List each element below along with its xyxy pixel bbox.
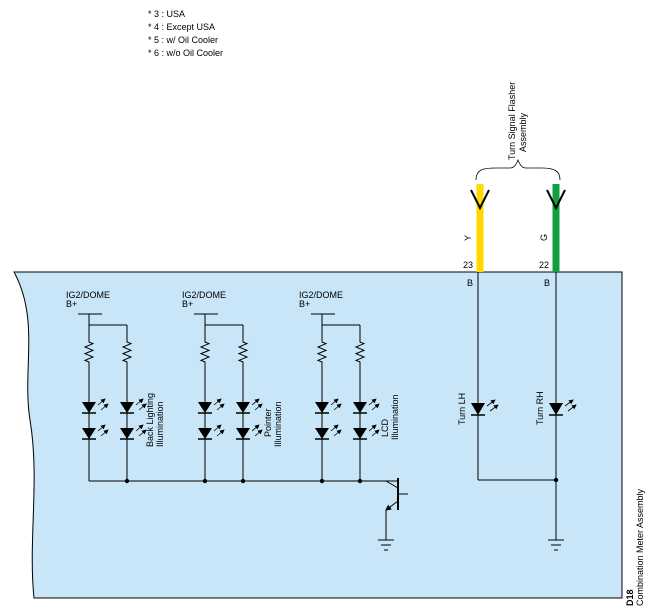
group-2-branch-2-resistor	[237, 338, 249, 366]
group-3-branch-1-led-1-body	[315, 402, 329, 413]
group-2-branch-1-resistor	[199, 338, 211, 366]
group-2-branch-2-led-2-body	[236, 428, 250, 439]
component-code: D18	[625, 589, 635, 606]
group-3-branch-2-led-1-ray-b	[371, 403, 380, 411]
group-1-branch-2-led-1-ray-a	[135, 398, 144, 406]
combination-meter-panel	[13, 271, 623, 599]
flasher-title-line2: Assembly	[518, 112, 528, 152]
transistor-emitter	[385, 500, 399, 511]
group-label-3-line1: LCD	[380, 418, 390, 437]
group-1-branch-1-led-2-ray-b	[100, 429, 109, 437]
group-1-branch-2-led-1-body	[120, 402, 134, 413]
group-1-branch-1-led-1-ray-a	[97, 398, 106, 406]
component-name: Combination Meter Assembly	[635, 488, 645, 606]
wire-color-y: Y	[463, 235, 473, 241]
group-1-branch-1-resistor	[83, 338, 95, 366]
flasher-title-line1: Turn Signal Flasher	[507, 82, 517, 160]
group-1-branch-2-resistor	[121, 338, 133, 366]
group-3-branch-1-led-2-body	[315, 428, 329, 439]
group-1-branch-1-led-2-body	[82, 428, 96, 439]
group-2-branch-2-led-1-ray-b	[254, 403, 263, 411]
group-1-branch-2-led-2-body	[120, 428, 134, 439]
turn-junction	[553, 477, 559, 483]
supply-label-1: IG2/DOME	[66, 290, 110, 300]
pin-22: 22	[539, 260, 549, 270]
supply-label-2: IG2/DOME	[182, 290, 226, 300]
wire-green-end	[546, 189, 566, 211]
supply-sub-3: B+	[299, 299, 310, 309]
group-3-branch-2-led-2-body	[353, 428, 367, 439]
group-1-branch-1-led-2-ray-a	[97, 424, 106, 432]
group-3-branch-1-resistor	[316, 338, 328, 366]
group-label-2-line1: Pointer	[263, 408, 273, 437]
bus-junction-3	[240, 478, 246, 484]
group-2-branch-1-led-1-ray-a	[213, 398, 222, 406]
group-3-branch-2-led-2-ray-b	[371, 429, 380, 437]
group-label-3-line2: Illumination	[390, 394, 400, 440]
terminal-b-left: B	[467, 278, 473, 288]
note-usa: * 3 : USA	[148, 9, 185, 19]
group-label-1-line2: Illumination	[155, 401, 165, 447]
supply-sub-2: B+	[182, 299, 193, 309]
group-3-branch-2-led-1-body	[353, 402, 367, 413]
group-2-branch-1-led-2-ray-b	[216, 429, 225, 437]
group-3-branch-1-led-2-ray-a	[330, 424, 339, 432]
group-1-branch-2-led-2-ray-b	[138, 429, 147, 437]
flasher-brace	[475, 158, 561, 181]
group-2-branch-2-led-1-ray-a	[251, 398, 260, 406]
bus-junction-4	[319, 478, 325, 484]
bus-junction-2	[202, 478, 208, 484]
group-2-branch-2-led-2-ray-a	[251, 424, 260, 432]
group-3-branch-1-led-1-ray-b	[333, 403, 342, 411]
group-2-branch-1-led-2-ray-a	[213, 424, 222, 432]
turn-lh-label: Turn LH	[457, 393, 467, 425]
note-with-oil-cooler: * 5 : w/ Oil Cooler	[148, 35, 218, 45]
turn-lh-led	[471, 399, 499, 416]
group-2-branch-2-led-1-body	[236, 402, 250, 413]
wire-color-g: G	[539, 234, 549, 241]
group-1-branch-2-led-1-ray-b	[138, 403, 147, 411]
terminal-b-right: B	[544, 278, 550, 288]
group-3-branch-1-led-1-ray-a	[330, 398, 339, 406]
group-label-2-line2: Illumination	[273, 401, 283, 447]
group-2-branch-1-led-2-body	[198, 428, 212, 439]
group-2-branch-2-led-2-ray-b	[254, 429, 263, 437]
group-1-branch-1-led-1-ray-b	[100, 403, 109, 411]
illumination-circuits	[78, 313, 408, 551]
supply-sub-1: B+	[66, 299, 77, 309]
group-2-branch-1-led-1-ray-b	[216, 403, 225, 411]
supply-label-3: IG2/DOME	[299, 290, 343, 300]
group-1-branch-2-led-2-ray-a	[135, 424, 144, 432]
bus-junction-1	[124, 478, 130, 484]
pin-23: 23	[463, 260, 473, 270]
group-3-branch-2-resistor	[354, 338, 366, 366]
note-without-oil-cooler: * 6 : w/o Oil Cooler	[148, 48, 223, 58]
bus-junction-5	[357, 478, 363, 484]
group-3-branch-1-led-2-ray-b	[333, 429, 342, 437]
transistor-collector	[385, 480, 399, 489]
wire-yellow-end	[470, 189, 490, 211]
group-1-branch-1-led-1-body	[82, 402, 96, 413]
group-3-branch-2-led-1-ray-a	[368, 398, 377, 406]
group-2-branch-1-led-1-body	[198, 402, 212, 413]
group-label-1-line1: Back Lighting	[145, 393, 155, 447]
turn-rh-led	[549, 399, 577, 416]
note-except-usa: * 4 : Except USA	[148, 22, 215, 32]
group-3-branch-2-led-2-ray-a	[368, 424, 377, 432]
turn-rh-label: Turn RH	[535, 391, 545, 425]
